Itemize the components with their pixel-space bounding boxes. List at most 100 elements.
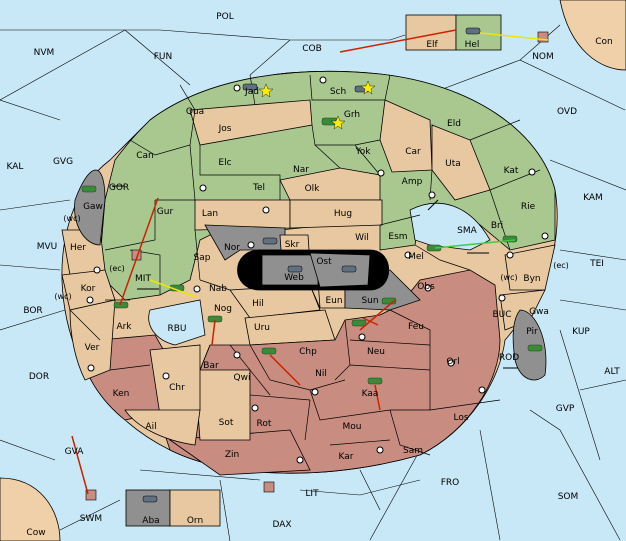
province-label-sam: Sam xyxy=(403,446,423,456)
province-label-obs: Obs xyxy=(417,282,435,292)
supply-centers xyxy=(86,76,549,464)
province-label-jad: Jad xyxy=(244,87,259,97)
province-label-skr: Skr xyxy=(285,240,300,250)
province-label-elf: Elf xyxy=(426,40,438,50)
province-label-zin: Zin xyxy=(225,450,239,460)
province-label-car: Car xyxy=(405,147,421,157)
province-uta-fill xyxy=(431,124,491,201)
province-label-kat: Kat xyxy=(504,166,519,176)
province-label-gaw: Gaw xyxy=(83,202,103,212)
province-label-uta: Uta xyxy=(445,159,461,169)
sea-label-kal: KAL xyxy=(7,162,24,172)
sea-label-lit: LIT xyxy=(305,489,319,499)
strait-arrows xyxy=(112,185,518,369)
province-label-orn: Orn xyxy=(187,516,203,526)
province-label-olk: Olk xyxy=(305,184,321,194)
province-label-can: Can xyxy=(136,151,154,161)
province-elf-tile xyxy=(405,14,457,51)
coast-tag-kor-ec: (ec) xyxy=(109,264,125,273)
province-car-fill xyxy=(379,99,433,173)
province-ost-gray xyxy=(309,252,371,288)
province-label-ail: Ail xyxy=(145,422,156,432)
province-label-her: Her xyxy=(70,243,86,253)
province-label-nar: Nar xyxy=(293,165,309,175)
sea-label-som: SOM xyxy=(558,492,579,502)
province-ail-fill xyxy=(124,409,201,446)
province-orn-tile xyxy=(169,489,221,527)
province-label-lan: Lan xyxy=(202,209,218,219)
sea-label-gvg: GVG xyxy=(53,157,73,167)
sea-label-nvm: NVM xyxy=(34,48,55,58)
sea-label-tei: TEI xyxy=(589,259,604,269)
sea-label-nom: NOM xyxy=(532,52,554,62)
province-label-gwa: Gwa xyxy=(529,307,549,317)
province-hel-tile xyxy=(455,14,502,51)
province-label-elc: Elc xyxy=(218,158,231,168)
province-olk-fill xyxy=(279,167,381,201)
province-label-eun: Eun xyxy=(325,296,342,306)
province-label-bar: Bar xyxy=(203,361,219,371)
sea-label-cob: COB xyxy=(302,44,322,54)
army-icon xyxy=(81,117,543,385)
sea-label-dor: DOR xyxy=(29,372,49,382)
sea-label-mvu: MVU xyxy=(37,242,58,252)
province-label-jos: Jos xyxy=(218,124,232,134)
sea-label-alt: ALT xyxy=(604,367,620,377)
province-label-chr: Chr xyxy=(169,383,185,393)
province-label-pir: Pir xyxy=(526,327,538,337)
province-borders xyxy=(69,74,541,456)
province-label-esm: Esm xyxy=(388,232,407,242)
province-label-eld: Eld xyxy=(447,119,461,129)
province-label-tel: Tel xyxy=(252,183,265,193)
sea-label-bor: BOR xyxy=(23,306,42,316)
sea-label-swm: SWM xyxy=(80,514,102,524)
sea-label-dax: DAX xyxy=(272,520,291,530)
sea-label-gva: GVA xyxy=(65,447,85,457)
strait-label-sma: SMA xyxy=(457,226,477,236)
strait-label-rod: ROD xyxy=(499,353,519,363)
province-label-gur: Gur xyxy=(157,207,174,217)
province-label-grh: Grh xyxy=(344,110,360,120)
province-label-byn: Byn xyxy=(523,274,540,284)
province-label-qua: Qua xyxy=(186,107,204,117)
sea-rbu xyxy=(148,299,206,346)
strait-label-mit: MIT xyxy=(135,274,151,284)
sea-label-gvp: GVP xyxy=(556,404,575,414)
sea-label-kup: KUP xyxy=(572,327,590,337)
province-label-mel: Mel xyxy=(408,252,424,262)
province-label-ken: Ken xyxy=(113,389,130,399)
province-label-hil: Hil xyxy=(252,299,264,309)
dislodged-star-icon xyxy=(258,80,376,130)
province-label-sch: Sch xyxy=(330,87,346,97)
province-label-rie: Rie xyxy=(521,202,536,212)
province-label-ver: Ver xyxy=(85,343,100,353)
province-label-yok: Yok xyxy=(354,147,371,157)
sea-label-cow: Cow xyxy=(26,528,45,538)
sea-label-pol: POL xyxy=(216,12,234,22)
province-label-kar: Kar xyxy=(339,452,354,462)
province-label-neu: Neu xyxy=(367,347,385,357)
province-label-aba: Aba xyxy=(142,516,159,526)
province-ver-fill xyxy=(69,299,116,381)
province-label-sap: Sap xyxy=(194,253,211,263)
sea-boundaries xyxy=(0,24,626,541)
province-label-chp: Chp xyxy=(299,347,317,357)
province-label-ark: Ark xyxy=(116,322,132,332)
sea-label-con: Con xyxy=(595,37,613,47)
province-label-hug: Hug xyxy=(334,209,352,219)
strait-label-gor: GOR xyxy=(109,183,129,193)
province-label-los: Los xyxy=(453,413,468,423)
province-label-sun: Sun xyxy=(361,296,378,306)
coast-tag-bri-wc: (wc) xyxy=(500,273,517,282)
sea-label-kam: KAM xyxy=(583,193,603,203)
strait-label-buc: BUC xyxy=(492,310,511,320)
province-label-bri: Bri xyxy=(491,221,503,231)
province-label-orl: Orl xyxy=(446,357,459,367)
coast-tag-kor-wc: (wc) xyxy=(54,292,71,301)
swm-marker xyxy=(85,489,97,501)
province-label-qwi: Qwi xyxy=(234,373,251,383)
units xyxy=(81,27,543,503)
province-hug-fill xyxy=(289,199,383,229)
nom-marker xyxy=(537,31,549,43)
